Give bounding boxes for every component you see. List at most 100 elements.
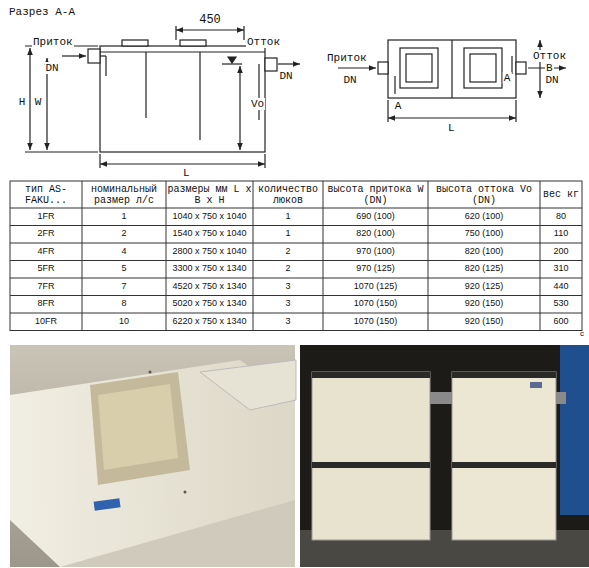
drawing-label: Отток bbox=[246, 36, 281, 48]
drawing-stroke bbox=[100, 51, 265, 52]
table-cell: 750 (100) bbox=[429, 227, 539, 243]
table-column-line bbox=[540, 181, 541, 331]
drawing-stroke bbox=[228, 57, 236, 63]
drawing-stroke bbox=[94, 498, 121, 511]
drawing-label: Отток bbox=[532, 50, 567, 62]
table-row-line bbox=[10, 313, 582, 314]
table-row-line bbox=[10, 278, 582, 279]
table-cell: 3 bbox=[254, 297, 322, 313]
table-cell: 4FR bbox=[11, 244, 81, 260]
table-cell: 8 bbox=[83, 297, 165, 313]
drawing-stroke bbox=[530, 382, 542, 388]
photo-right bbox=[300, 345, 589, 567]
table-column-line bbox=[253, 181, 254, 331]
table-header: размеры мм L x B x H bbox=[167, 182, 252, 207]
drawing-label: L bbox=[182, 167, 191, 179]
table-cell: 110 bbox=[541, 227, 581, 243]
drawing-label: L bbox=[447, 122, 456, 134]
table-cell: 4 bbox=[83, 244, 165, 260]
drawing-label: DN bbox=[544, 74, 559, 86]
drawing-stroke bbox=[222, 63, 242, 64]
edge-mark: c bbox=[580, 330, 584, 339]
table-row-line bbox=[10, 225, 582, 226]
drawing-stroke bbox=[312, 372, 430, 378]
table-cell: 1070 (150) bbox=[324, 297, 427, 313]
table-header: высота притока W (DN) bbox=[324, 182, 427, 207]
table-cell: 690 (100) bbox=[324, 209, 427, 225]
table-cell: 1070 (125) bbox=[324, 279, 427, 295]
drawing-label: H bbox=[18, 96, 27, 108]
table-header: количество люков bbox=[254, 182, 322, 207]
table-cell: 3 bbox=[254, 314, 322, 330]
drawing-stroke bbox=[258, 64, 259, 120]
table-cell: 920 (150) bbox=[429, 297, 539, 313]
table-cell: 1070 (150) bbox=[324, 314, 427, 330]
drawing-stroke bbox=[387, 100, 388, 122]
drawing-stroke bbox=[184, 491, 187, 494]
drawing-label: 450 bbox=[198, 14, 222, 27]
drawing-stroke bbox=[149, 371, 152, 374]
table-cell: 970 (100) bbox=[324, 244, 427, 260]
table-cell: 6220 x 750 x 1340 bbox=[167, 314, 252, 330]
drawing-stroke bbox=[406, 54, 432, 82]
drawing-label: Приток bbox=[32, 36, 74, 48]
drawing-stroke bbox=[560, 345, 589, 515]
table-cell: 310 bbox=[541, 262, 581, 278]
drawing-stroke bbox=[99, 154, 100, 168]
table-header: номинальный размер л/с bbox=[83, 182, 165, 207]
drawing-stroke bbox=[175, 26, 176, 40]
table-cell: 80 bbox=[541, 209, 581, 225]
table-cell: 620 (100) bbox=[429, 209, 539, 225]
drawing-stroke bbox=[122, 40, 148, 46]
drawing-label: Vo bbox=[250, 98, 265, 110]
section-drawing bbox=[25, 26, 300, 168]
drawing-stroke bbox=[100, 46, 265, 152]
table-row-line bbox=[10, 243, 582, 244]
table-column-line bbox=[166, 181, 167, 331]
drawing-stroke bbox=[515, 100, 516, 122]
table-cell: 7 bbox=[83, 279, 165, 295]
table-cell: 10FR bbox=[11, 314, 81, 330]
table-cell: 200 bbox=[541, 244, 581, 260]
drawing-label: DN bbox=[44, 62, 59, 74]
table-cell: 5FR bbox=[11, 262, 81, 278]
table-cell: 1 bbox=[254, 227, 322, 243]
drawing-stroke bbox=[300, 345, 589, 567]
drawing-stroke bbox=[451, 40, 452, 98]
table-cell: 920 (150) bbox=[429, 314, 539, 330]
table-cell: 3300 x 750 x 1340 bbox=[167, 262, 252, 278]
drawing-stroke bbox=[100, 55, 106, 56]
drawing-stroke bbox=[100, 163, 265, 164]
drawing-label: W bbox=[34, 96, 43, 108]
table-row-line bbox=[10, 295, 582, 296]
table-cell: 820 (100) bbox=[324, 227, 427, 243]
drawing-stroke bbox=[452, 372, 556, 378]
table-cell: 5020 x 750 x 1340 bbox=[167, 297, 252, 313]
table-cell: 440 bbox=[541, 279, 581, 295]
drawing-stroke bbox=[556, 392, 566, 404]
table-cell: 4520 x 750 x 1340 bbox=[167, 279, 252, 295]
drawing-stroke bbox=[470, 54, 496, 82]
drawing-stroke bbox=[98, 384, 178, 470]
drawing-label: DN bbox=[278, 70, 293, 82]
drawing-stroke bbox=[511, 56, 512, 74]
drawing-stroke bbox=[278, 63, 300, 64]
table-header: высота оттока Vo (DN) bbox=[429, 182, 539, 207]
table-cell: 3 bbox=[254, 279, 322, 295]
drawing-label: B bbox=[545, 62, 554, 74]
drawing-label: Приток bbox=[326, 52, 368, 64]
drawing-stroke bbox=[452, 372, 556, 540]
drawing-label: DN bbox=[342, 74, 357, 86]
table-header: вес кг bbox=[541, 182, 581, 207]
drawing-stroke bbox=[29, 48, 30, 150]
table-row-line bbox=[10, 260, 582, 261]
drawing-stroke bbox=[394, 76, 395, 94]
photo-left bbox=[10, 345, 296, 567]
drawing-stroke bbox=[539, 40, 540, 98]
drawing-stroke bbox=[430, 392, 452, 404]
drawing-stroke bbox=[180, 40, 206, 46]
table-row-line bbox=[10, 208, 582, 209]
drawing-stroke bbox=[200, 360, 296, 410]
